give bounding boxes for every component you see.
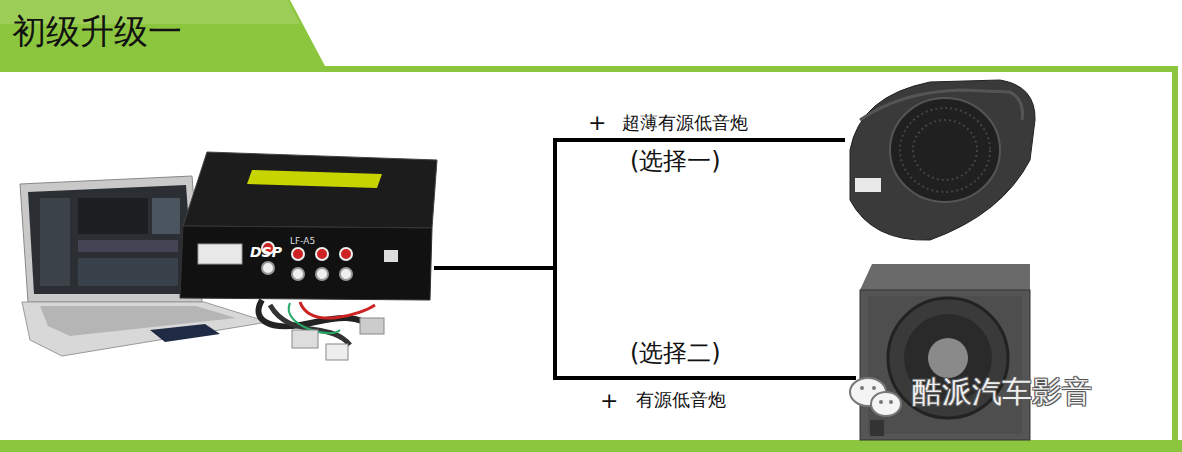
- subwoofer-body: [850, 80, 1035, 240]
- bubble: [871, 392, 901, 416]
- rca-jack: [292, 268, 304, 280]
- dsp-front: [180, 226, 432, 300]
- subwoofer-sticker: [855, 178, 881, 192]
- rca-jack: [262, 262, 274, 274]
- laptop-screen: [28, 185, 194, 294]
- subwoofer-grille: [913, 120, 977, 180]
- dsp-top: [183, 152, 437, 228]
- dsp-unit: DSP LF-A5: [180, 150, 434, 300]
- plus-sign: +: [600, 388, 618, 414]
- dsp-port: [198, 244, 242, 264]
- screen-panel: [78, 258, 178, 286]
- connector-wire: [434, 140, 845, 268]
- edge-label: (选择一): [628, 147, 723, 176]
- rca-jack: [316, 268, 328, 280]
- subwoofer-grille: [900, 108, 990, 192]
- plus-sign: +: [588, 110, 606, 136]
- node-text: 有源低音炮: [636, 389, 726, 411]
- laptop-touchpad: [150, 324, 220, 342]
- edge-label: (选择二): [628, 339, 723, 368]
- plug: [326, 344, 348, 360]
- bubble-eye: [872, 386, 876, 390]
- laptop-base: [22, 302, 268, 356]
- diagram-title: 初级升级一: [12, 11, 182, 52]
- box-front: [860, 290, 1030, 440]
- dsp-logo: [247, 170, 382, 188]
- usb-port: [384, 250, 398, 262]
- connector-wire: [434, 268, 856, 378]
- node-text: DSP: [250, 244, 282, 261]
- cable: [289, 303, 340, 333]
- laptop-lid: [20, 176, 202, 302]
- screen-panel: [152, 198, 180, 234]
- cable: [300, 302, 375, 318]
- rca-jack: [292, 248, 304, 260]
- dsp-illustration: [180, 152, 437, 360]
- bubble-eye: [889, 400, 893, 404]
- node-text: 超薄有源低音炮: [622, 112, 748, 134]
- box-subwoofer-illustration: [860, 264, 1030, 440]
- watermark: 酷派汽车影音: [912, 374, 1092, 410]
- box-top: [860, 264, 1030, 290]
- screen-panel: [78, 240, 178, 252]
- frame-border: [1172, 66, 1178, 452]
- rca-jack: [340, 248, 352, 260]
- bubble-eye: [860, 386, 864, 390]
- plug: [292, 330, 318, 348]
- frame-band: [0, 440, 1182, 452]
- title-tab: [0, 0, 325, 66]
- slim-subwoofer: 超薄有源低音炮: [845, 78, 1037, 243]
- wechat-icon: [850, 378, 901, 416]
- screen-panel: [78, 198, 148, 234]
- subwoofer-grille: [890, 98, 1000, 202]
- screen-panel: [40, 198, 70, 286]
- box-subwoofer: 有源低音炮: [856, 262, 1032, 444]
- speaker-cap: [928, 338, 968, 378]
- frame-line: [0, 66, 1178, 72]
- box-port: [870, 420, 884, 436]
- node-text: LF-A5: [290, 236, 315, 247]
- rca-jack: [340, 268, 352, 280]
- rca-jack: [316, 248, 328, 260]
- slim-subwoofer-illustration: [850, 80, 1035, 240]
- bubble-eye: [879, 400, 883, 404]
- box-baffle: [868, 296, 1022, 434]
- plug: [360, 318, 384, 334]
